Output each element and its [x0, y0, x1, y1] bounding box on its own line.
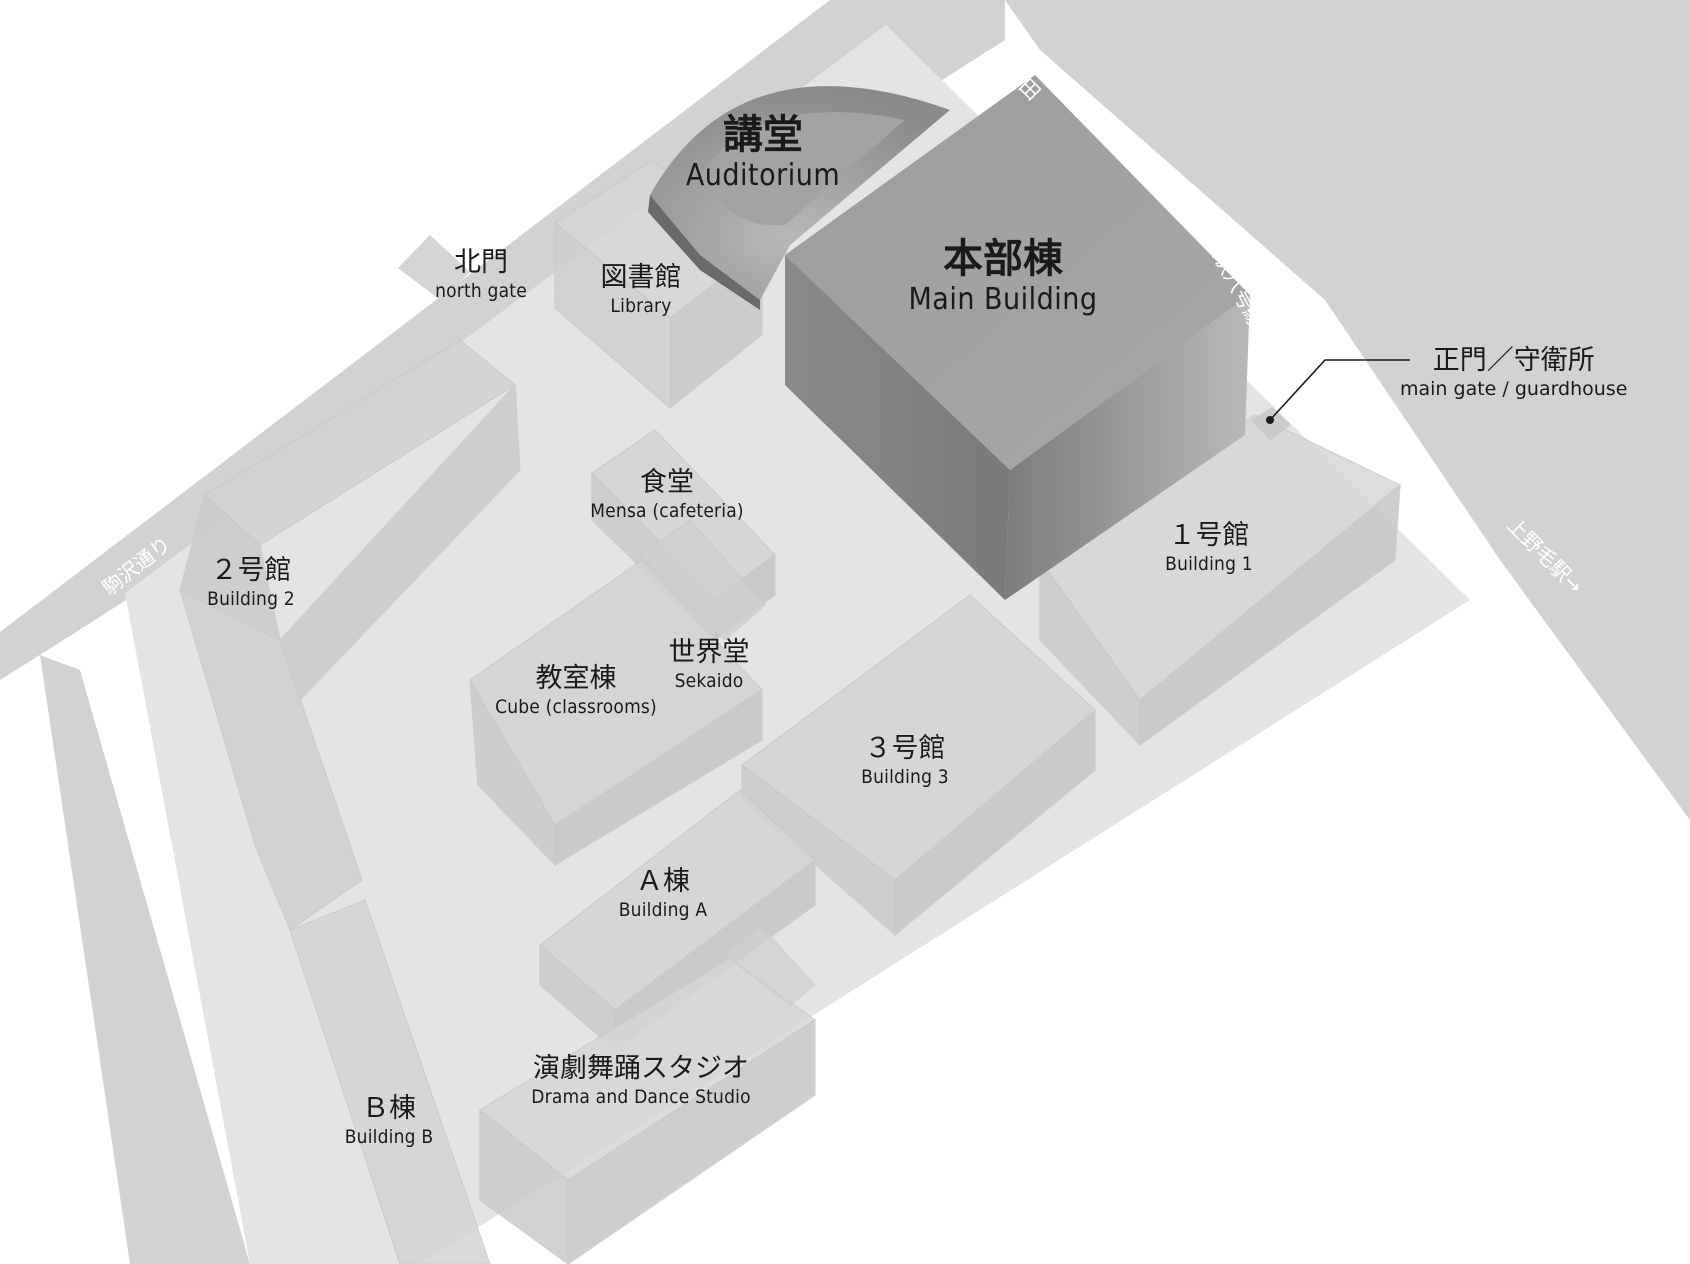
building-2-label: ２号館 Building 2 — [207, 555, 295, 611]
building-1-label: １号館 Building 1 — [1165, 520, 1253, 576]
main-gate-label: 正門／守衛所 main gate / guardhouse — [1400, 345, 1627, 401]
main-gate-label-ja: 正門／守衛所 — [1432, 345, 1595, 376]
building-2-label-ja: ２号館 — [210, 555, 292, 586]
building-b-label-en: Building B — [344, 1126, 434, 1148]
auditorium-label: 講堂 Auditorium — [686, 112, 840, 194]
studio-label-ja: 演劇舞踊スタジオ — [532, 1053, 749, 1084]
cube-label-ja: 教室棟 — [535, 663, 617, 694]
north-gate-area — [398, 235, 470, 300]
north-gate-label-en: north gate — [435, 280, 527, 302]
auditorium-label-en: Auditorium — [685, 158, 841, 193]
cafeteria-label: 食堂 Mensa (cafeteria) — [590, 467, 744, 523]
studio-label: 演劇舞踊スタジオ Drama and Dance Studio — [531, 1053, 750, 1109]
library-label: 図書館 Library — [601, 262, 682, 318]
building-3-label-en: Building 3 — [861, 766, 949, 788]
main-gate-marker — [1266, 416, 1274, 424]
sekaido-label: 世界堂 Sekaido — [669, 637, 750, 693]
building-a-label-en: Building A — [618, 899, 708, 921]
building-3-label-ja: ３号館 — [864, 733, 946, 764]
auditorium-label-ja: 講堂 — [722, 112, 803, 158]
north-gate-label-ja: 北門 — [453, 247, 508, 278]
building-b-label-ja: Ｂ棟 — [361, 1093, 416, 1124]
building-1-label-ja: １号館 — [1168, 520, 1250, 551]
studio-label-en: Drama and Dance Studio — [531, 1086, 751, 1108]
main-building-shape — [785, 75, 1250, 600]
cafeteria-label-en: Mensa (cafeteria) — [590, 500, 744, 522]
building-b-label: Ｂ棟 Building B — [345, 1093, 434, 1149]
main-gate-leader-line — [1269, 359, 1410, 421]
auditorium-shape — [648, 86, 950, 310]
building-1-label-en: Building 1 — [1165, 553, 1253, 575]
cube-label-en: Cube (classrooms) — [495, 696, 657, 718]
sekaido-label-ja: 世界堂 — [668, 637, 750, 668]
main-gate-label-en: main gate / guardhouse — [1400, 378, 1628, 400]
main-building-label-en: Main Building — [908, 282, 1098, 317]
sekaido-label-en: Sekaido — [674, 670, 744, 692]
building-a-label: Ａ棟 Building A — [619, 866, 707, 922]
building-3-label: ３号館 Building 3 — [861, 733, 949, 789]
library-label-en: Library — [610, 295, 672, 317]
cube-label: 教室棟 Cube (classrooms) — [495, 663, 657, 719]
north-gate-label: 北門 north gate — [435, 247, 527, 303]
cafeteria-label-ja: 食堂 — [640, 467, 694, 498]
library-label-ja: 図書館 — [600, 262, 682, 293]
building-a-label-ja: Ａ棟 — [635, 866, 690, 897]
main-building-label: 本部棟 Main Building — [908, 236, 1097, 318]
building-2-label-en: Building 2 — [207, 588, 295, 610]
transparent-buildings — [179, 159, 1402, 1264]
main-building-label-ja: 本部棟 — [943, 236, 1063, 282]
